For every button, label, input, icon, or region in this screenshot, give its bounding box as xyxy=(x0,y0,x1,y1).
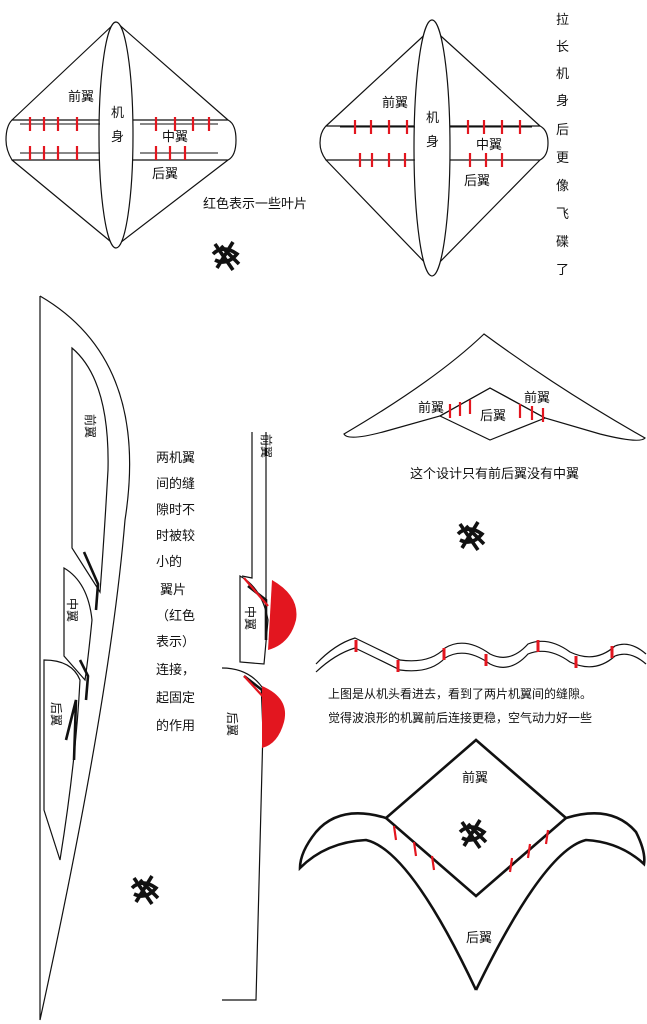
note-line: 小的 xyxy=(156,554,182,570)
diagram-2-side-note: 拉 长 机 身 后 更 像 飞 碟 了 xyxy=(556,13,569,278)
note-line: 起固定 xyxy=(156,691,195,706)
side-view-note: 两机翼 间的缝 隙时不 时被较 小的 翼片 （红色 表示） 连接， 起固定 的作… xyxy=(156,451,195,734)
wave-view-caption-line-1: 上图是从机头看进去，看到了两片机翼间的缝隙。 xyxy=(328,686,592,701)
detail-view-front-wing xyxy=(241,432,267,602)
diagram-1-mid-wing-label: 中翼 xyxy=(162,130,188,145)
diagram-2-vanes xyxy=(353,120,522,167)
diagram-3-outline xyxy=(343,333,646,441)
diagram-3-chevron: 前翼 前翼 后翼 这个设计只有前后翼没有中翼 xyxy=(343,333,646,482)
side-view-mid-wing-label: 中翼 xyxy=(65,598,80,622)
diagram-3-rear-wing-label: 后翼 xyxy=(480,409,506,424)
diagram-3-front-wing-right-label: 前翼 xyxy=(524,390,550,406)
side-note-char: 机 xyxy=(556,67,569,82)
diagram-2-front-wing-label: 前翼 xyxy=(382,95,408,111)
diagram-4-front-wing-label: 前翼 xyxy=(462,770,488,786)
note-line: （红色 xyxy=(156,608,195,624)
side-note-char: 拉 xyxy=(556,13,569,28)
diagram-4-front-wing xyxy=(384,738,568,898)
side-note-char: 像 xyxy=(556,179,569,194)
wave-view-lower-wing xyxy=(315,647,647,673)
diagram-4-right-wing xyxy=(474,812,646,991)
side-view-rear-wing xyxy=(43,659,81,861)
diagram-1-rear-wing-label: 后翼 xyxy=(152,167,178,182)
detail-view-vane xyxy=(262,686,286,748)
scribble-mark-icon xyxy=(211,241,241,272)
diagram-2-fuselage xyxy=(413,19,451,277)
detail-view-vane-link xyxy=(243,577,269,607)
diagram-1-fuselage xyxy=(98,21,134,249)
diagram-1-body-label: 机 xyxy=(111,106,124,121)
side-note-char: 更 xyxy=(556,151,569,166)
side-view-profile: 前翼 中翼 后翼 xyxy=(39,295,131,1021)
diagram-2-mid-wing-label: 中翼 xyxy=(476,138,502,153)
wave-view: 上图是从机头看进去，看到了两片机翼间的缝隙。 觉得波浪形的机翼前后连接更稳，空气… xyxy=(315,637,647,725)
diagram-4-rear-wing-label: 后翼 xyxy=(466,931,492,946)
side-view-front-wing xyxy=(71,346,109,594)
diagram-4-left-wing xyxy=(298,812,478,991)
detail-view-rear-wing-label: 后翼 xyxy=(225,712,239,736)
side-view-mid-wing xyxy=(63,566,93,682)
diagram-2-kite-outline xyxy=(325,27,541,271)
wave-view-caption-line-2: 觉得波浪形的机翼前后连接更稳，空气动力好一些 xyxy=(328,710,592,725)
side-view-outer-hull xyxy=(39,295,131,1021)
side-view-front-wing-edge xyxy=(82,551,100,611)
diagram-1-caption: 红色表示一些叶片 xyxy=(203,196,307,212)
note-line: 隙时不 xyxy=(156,503,195,518)
diagram-1-wing-bar xyxy=(5,119,237,161)
diagram-1-vanes xyxy=(28,117,211,160)
diagram-1-body-label: 身 xyxy=(111,129,124,145)
diagram-2-rear-wing-label: 后翼 xyxy=(464,174,490,189)
side-view-rear-wing-label: 后翼 xyxy=(49,702,63,726)
side-view-front-wing-label: 前翼 xyxy=(83,414,98,438)
diagram-1-kite-outline xyxy=(11,21,229,247)
note-line: 表示） xyxy=(156,635,195,650)
wave-view-vanes xyxy=(354,640,614,672)
detail-view-vane xyxy=(268,580,297,650)
note-line: 两机翼 xyxy=(156,451,195,466)
note-line: 时被较 xyxy=(156,529,195,544)
detail-view: 前翼 中翼 后翼 xyxy=(221,432,297,1001)
diagram-2-body-label: 身 xyxy=(426,134,439,150)
side-view-rear-wing-edge xyxy=(64,699,78,761)
diagram-1-kite: 前翼 机 身 中翼 后翼 红色表示一些叶片 xyxy=(5,21,307,249)
diagram-3-front-wing-left-label: 前翼 xyxy=(418,400,444,416)
scribble-mark-icon xyxy=(458,819,488,850)
side-note-char: 身 xyxy=(556,93,569,109)
diagram-1-front-wing-label: 前翼 xyxy=(68,89,94,105)
diagram-2-wing-bar xyxy=(319,125,549,161)
note-line: 的作用 xyxy=(156,718,195,734)
detail-view-mid-wing-label: 中翼 xyxy=(243,606,258,630)
side-note-char: 飞 xyxy=(556,207,569,222)
diagram-3-vanes xyxy=(448,400,545,422)
side-note-char: 了 xyxy=(556,263,569,278)
note-line: 间的缝 xyxy=(156,476,195,492)
scribble-mark-icon xyxy=(456,521,486,552)
side-note-char: 长 xyxy=(556,40,569,55)
side-note-char: 碟 xyxy=(556,235,569,250)
diagram-2-kite: 前翼 机 身 中翼 后翼 拉 长 机 身 后 更 像 飞 碟 了 xyxy=(319,13,569,278)
diagram-4-bird: 前翼 后翼 xyxy=(298,738,646,991)
side-view-mid-wing-edge xyxy=(78,659,90,701)
diagram-3-caption: 这个设计只有前后翼没有中翼 xyxy=(410,466,579,482)
scribble-mark-icon xyxy=(130,875,160,906)
note-line: 翼片 xyxy=(160,583,186,598)
diagram-3-rear-wing xyxy=(438,387,547,441)
side-note-char: 后 xyxy=(556,123,569,138)
diagram-2-body-label: 机 xyxy=(426,111,439,126)
wave-view-upper-wing xyxy=(315,637,647,665)
note-line: 连接， xyxy=(156,662,195,678)
detail-view-vane-link xyxy=(243,675,269,703)
diagram-4-vanes xyxy=(392,825,550,873)
detail-view-front-wing-label: 前翼 xyxy=(259,434,274,458)
